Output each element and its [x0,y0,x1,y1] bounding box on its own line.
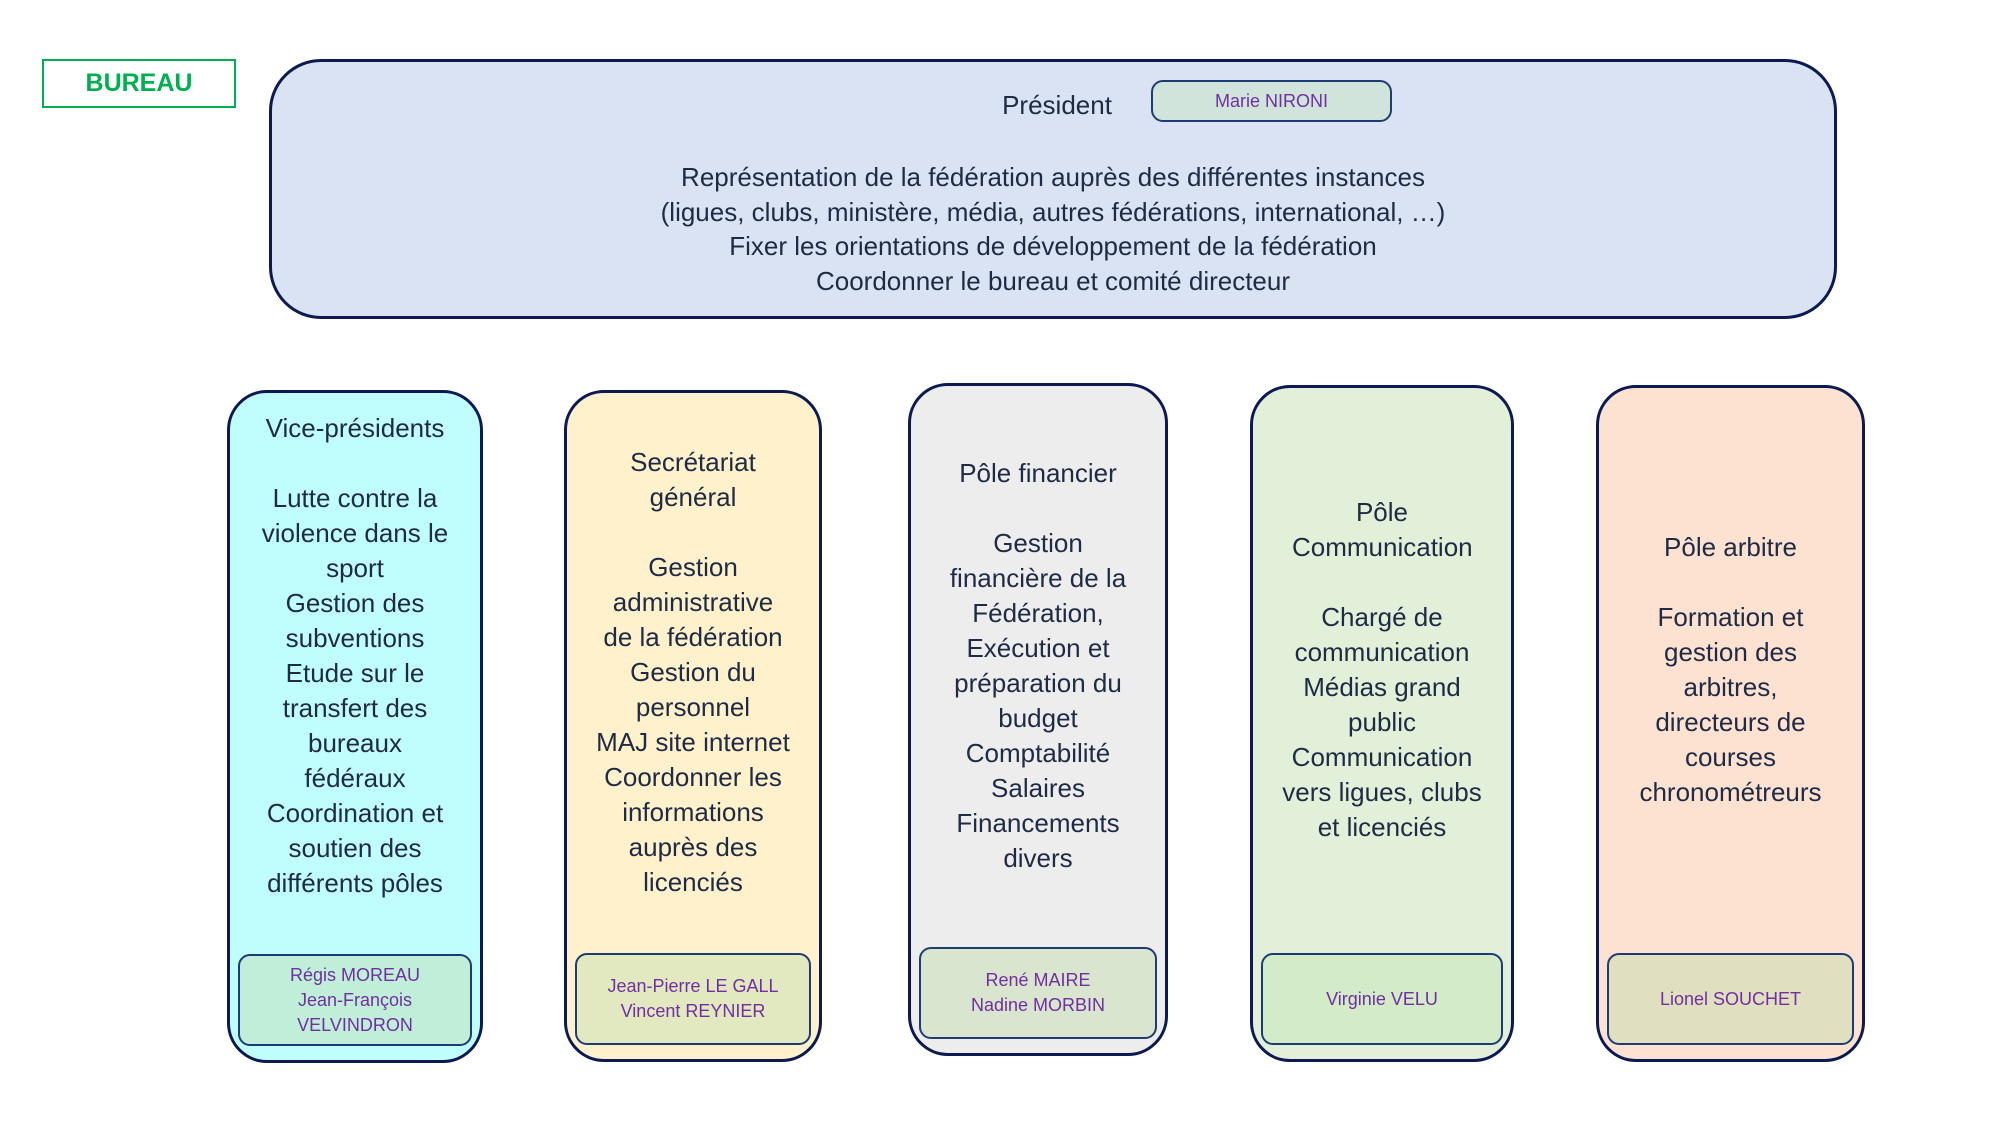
column-line: violence dans le [261,518,449,548]
column-line: Gestion des [285,588,425,618]
member-name: Régis MOREAU [289,964,421,985]
column-line: administrative [612,586,774,617]
column-line: licenciés [643,866,743,897]
column-line: Gestion [993,527,1083,558]
column-line: fédéraux [304,763,406,793]
president-line: Représentation de la fédération auprès d… [681,162,1425,192]
column-line: Exécution et [966,632,1110,663]
column-line: communication [1294,636,1470,667]
column-line: informations [622,796,764,827]
president-description: Représentation de la fédération auprès d… [272,160,1834,298]
column-line: arbitres, [1683,671,1778,702]
column-line: budget [998,702,1078,733]
column-line: transfert des [282,693,428,723]
column-line: Chargé de [1321,601,1443,632]
column-line: vers ligues, clubs [1282,776,1482,807]
column-line: Lutte contre la [272,483,438,513]
column-line: Communication [1291,741,1473,772]
president-box: Président Marie NIRONI Représentation de… [269,59,1837,319]
member-name: Nadine MORBIN [970,995,1106,1015]
member-names: René MAIRE Nadine MORBIN [919,947,1157,1039]
column-line: Salaires [991,772,1085,803]
member-name: Jean-François [297,989,413,1010]
member-name: René MAIRE [985,970,1091,990]
president-name: Marie NIRONI [1151,80,1392,122]
column-line: Etude sur le [285,658,425,688]
column-title: Secrétariat général [630,446,756,512]
president-line: Fixer les orientations de développement … [729,231,1377,261]
column-line: Comptabilité [965,737,1111,768]
member-names: Jean-Pierre LE GALL Vincent REYNIER [575,953,811,1045]
column-line: public [1348,706,1416,737]
column-line: subventions [285,623,425,653]
column-line: et licenciés [1317,811,1447,842]
member-names: Virginie VELU [1261,953,1503,1045]
column-line: Coordonner les [604,761,782,792]
column-line: de la fédération [603,621,783,652]
member-name: Jean-Pierre LE GALL [607,976,779,996]
column-line: chronométreurs [1639,776,1822,807]
column-line: gestion des [1664,636,1797,667]
column-line: Gestion [648,551,738,582]
column-title: Pôle financier [959,457,1117,488]
bureau-badge: BUREAU [42,59,236,108]
member-name: Vincent REYNIER [620,1001,766,1021]
column-line: Médias grand [1303,671,1461,702]
column-title: Pôle Communication [1292,496,1473,562]
column-title: Vice-présidents [265,413,445,443]
column-line: préparation du [954,667,1122,698]
column-line: auprès des [628,831,758,862]
column-line: MAJ site internet [596,726,790,757]
column-line: personnel [635,691,751,722]
column-line: divers [1003,842,1073,873]
column-title: Pôle arbitre [1664,531,1797,562]
column-line: directeurs de [1655,706,1806,737]
column-line: Gestion du [630,656,756,687]
president-line: Coordonner le bureau et comité directeur [815,265,1291,296]
column-line: différents pôles [267,868,443,898]
president-line: (ligues, clubs, ministère, média, autres… [660,196,1446,227]
column-line: Fédération, [972,597,1104,628]
column-line: courses [1684,741,1777,772]
column-line: Coordination et [266,798,444,828]
column-line: Formation et [1657,601,1804,632]
president-title: Président [1002,90,1112,120]
member-name: VELVINDRON [297,1014,413,1035]
column-line: sport [326,553,384,583]
member-name: Virginie VELU [1326,988,1438,1009]
column-line: soutien des [288,833,422,863]
member-name: Lionel SOUCHET [1659,988,1802,1009]
member-names: Lionel SOUCHET [1607,953,1854,1045]
column-line: Financements [956,807,1120,838]
column-line: financière de la [949,562,1127,593]
column-line: bureaux [308,728,402,758]
